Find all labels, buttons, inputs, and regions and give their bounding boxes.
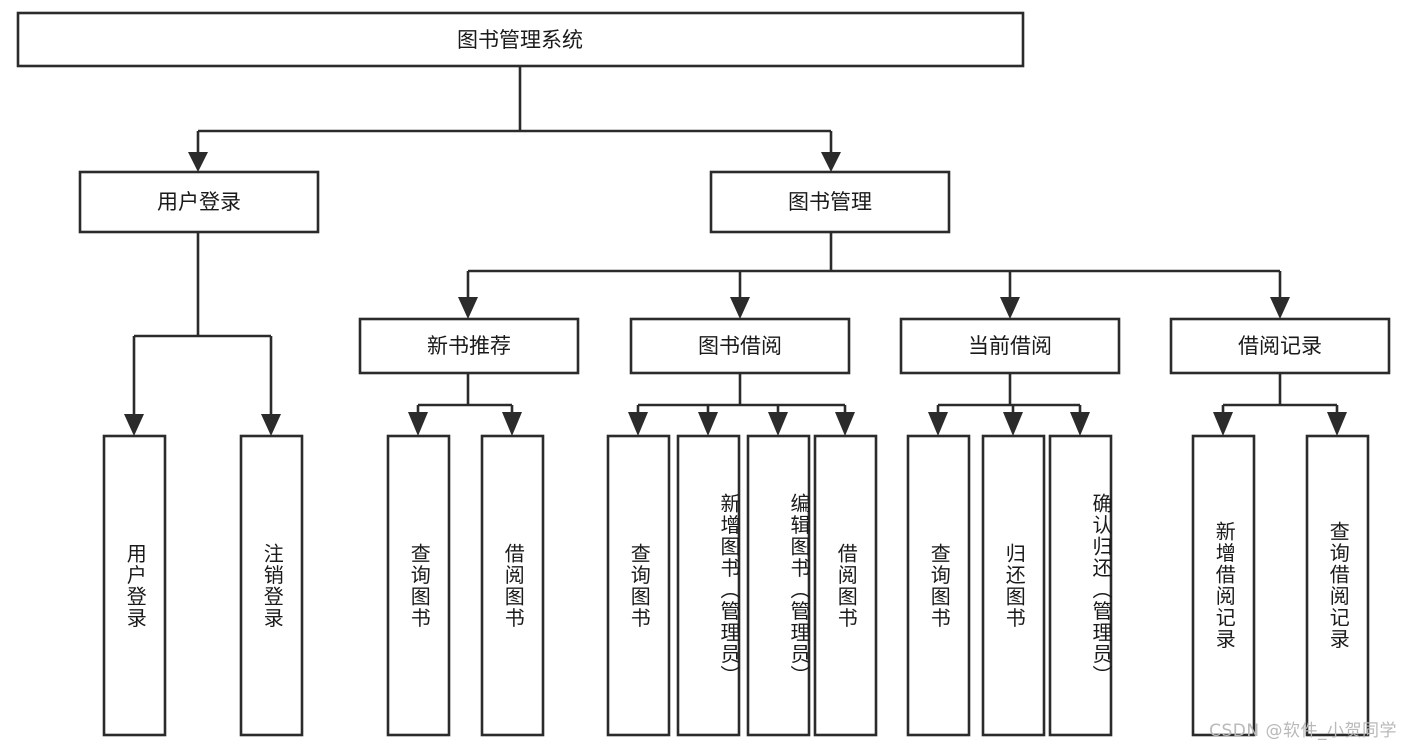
- leaf-box-confirm-return[interactable]: [1048, 434, 1113, 737]
- connectors-new-book-to-leaves: [408, 373, 522, 436]
- connectors-book-management-to-level3: [458, 232, 1290, 319]
- connectors-current-borrow-to-leaves: [928, 373, 1090, 436]
- node-book-management-box[interactable]: [709, 170, 951, 234]
- node-current-borrow[interactable]: 当前借阅: [899, 317, 1121, 375]
- node-book-borrow-label: 图书借阅: [698, 334, 782, 358]
- arrowhead-leaf-confirm-return: [1070, 412, 1090, 436]
- leaf-box-query-book-3[interactable]: [906, 434, 971, 737]
- connectors-borrow-record-to-leaves: [1213, 373, 1347, 436]
- arrowhead-current-borrow: [1000, 297, 1020, 319]
- arrowhead-leaf-return-book: [1003, 412, 1023, 436]
- node-current-borrow-label: 当前借阅: [968, 334, 1052, 358]
- node-root[interactable]: 图书管理系统: [16, 11, 1025, 68]
- arrowhead-leaf-edit-book: [768, 412, 788, 436]
- arrowhead-leaf-query-book-2: [628, 412, 648, 436]
- arrowhead-book-borrow: [730, 297, 750, 319]
- arrowhead-leaf-query-record: [1327, 412, 1347, 436]
- arrowhead-borrow-record: [1270, 297, 1290, 319]
- arrowhead-leaf-borrow-book-1: [502, 412, 522, 436]
- arrowhead-leaf-add-record: [1213, 412, 1233, 436]
- arrowhead-new-book-recommend: [458, 297, 478, 319]
- node-borrow-record-label: 借阅记录: [1238, 334, 1322, 358]
- node-new-book-recommend[interactable]: 新书推荐: [358, 317, 580, 375]
- node-borrow-record[interactable]: 借阅记录: [1169, 317, 1391, 375]
- connectors-book-borrow-to-leaves: [628, 373, 855, 436]
- leaf-box-add-book[interactable]: [676, 434, 741, 737]
- leaf-box-borrow-book-2[interactable]: [813, 434, 878, 737]
- connectors-user-login-to-leaves: [124, 232, 281, 436]
- leaf-box-query-book-2[interactable]: [606, 434, 671, 737]
- node-user-login[interactable]: 用户登录: [78, 170, 320, 234]
- arrowhead-book-management: [821, 152, 841, 172]
- leaf-box-query-book-1[interactable]: [386, 434, 451, 737]
- node-book-borrow[interactable]: 图书借阅: [629, 317, 851, 375]
- watermark-text: CSDN @软件_小贺同学: [1209, 721, 1397, 741]
- node-book-management[interactable]: 图书管理: [709, 170, 951, 234]
- connectors-root-to-level2: [188, 66, 841, 172]
- node-book-management-label: 图书管理: [788, 190, 872, 214]
- leaf-boxes: [102, 434, 1370, 737]
- arrowhead-leaf-query-book-3: [928, 412, 948, 436]
- arrowhead-leaf-logout-login: [261, 414, 281, 436]
- node-current-borrow-box[interactable]: [899, 317, 1121, 375]
- leaf-box-query-record[interactable]: [1305, 434, 1370, 737]
- node-user-login-box[interactable]: [78, 170, 320, 234]
- node-new-book-recommend-box[interactable]: [358, 317, 580, 375]
- leaf-box-user-login[interactable]: [102, 434, 167, 737]
- leaf-box-borrow-book-1[interactable]: [480, 434, 545, 737]
- leaf-box-add-record[interactable]: [1191, 434, 1256, 737]
- node-root-box[interactable]: [16, 11, 1025, 68]
- leaf-box-return-book[interactable]: [981, 434, 1046, 737]
- leaf-box-logout-login[interactable]: [239, 434, 304, 737]
- node-book-borrow-box[interactable]: [629, 317, 851, 375]
- arrowhead-leaf-user-login: [124, 414, 144, 436]
- arrowhead-user-login: [188, 152, 208, 172]
- arrowhead-leaf-add-book: [698, 412, 718, 436]
- node-new-book-recommend-label: 新书推荐: [427, 334, 511, 358]
- arrowhead-leaf-borrow-book-2: [835, 412, 855, 436]
- node-root-label: 图书管理系统: [457, 28, 583, 52]
- node-user-login-label: 用户登录: [157, 190, 241, 214]
- arrowhead-leaf-query-book-1: [408, 412, 428, 436]
- leaf-box-edit-book[interactable]: [746, 434, 811, 737]
- node-borrow-record-box[interactable]: [1169, 317, 1391, 375]
